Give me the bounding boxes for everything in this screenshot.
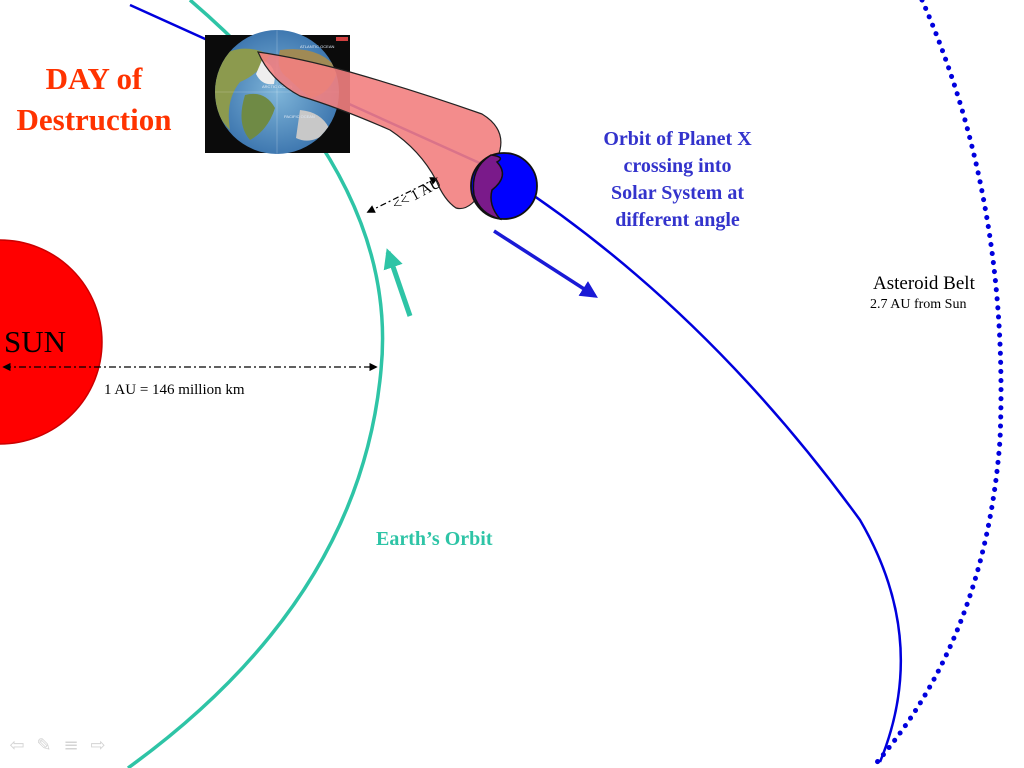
sun (0, 239, 103, 445)
title-line-1: DAY of (45, 61, 143, 96)
map-label-mid: ARCTIC OCEAN (262, 84, 292, 89)
title-line-2: Destruction (16, 102, 172, 137)
planet-x-orbit-label: Orbit of Planet X crossing into Solar Sy… (580, 126, 775, 234)
earth-direction-arrow (383, 248, 413, 317)
planet-x-label-line-3: Solar System at (611, 182, 744, 204)
sun-label: SUN (4, 324, 67, 359)
asteroid-belt-orbit (869, 0, 1004, 768)
next-arrow-icon[interactable]: ⇨ (90, 735, 106, 756)
planet-x-label-line-4: different angle (615, 209, 740, 231)
map-label-top: ATLANTIC OCEAN (300, 44, 334, 49)
prev-arrow-icon[interactable]: ⇦ (9, 735, 25, 756)
close-approach-line (366, 177, 439, 213)
asteroid-belt-distance: 2.7 AU from Sun (870, 297, 967, 312)
planet-x-orbit (129, 3, 903, 763)
au-definition-label: 1 AU = 146 million km (104, 382, 245, 398)
planet-x (470, 152, 538, 221)
menu-icon[interactable]: ≡ (63, 735, 79, 756)
earth-orbit-label: Earth’s Orbit (376, 528, 493, 550)
asteroid-belt-label: Asteroid Belt (873, 273, 975, 294)
planet-x-label-line-1: Orbit of Planet X (603, 128, 752, 150)
pen-icon[interactable]: ✎ (36, 735, 52, 756)
map-label-bottom: PACIFIC OCEAN (284, 114, 315, 119)
planet-x-direction-arrow (493, 229, 598, 298)
page-title: DAY of Destruction (4, 58, 184, 140)
planet-x-label-line-2: crossing into (623, 155, 732, 177)
slide-navigation: ⇦ ✎ ≡ ⇨ (8, 735, 107, 756)
